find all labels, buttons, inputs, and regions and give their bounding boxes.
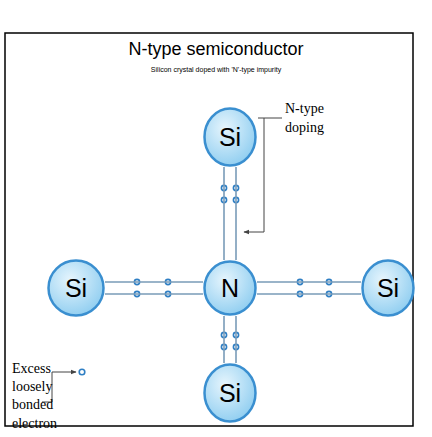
atom-circle: Si (47, 259, 105, 317)
covalent-bond (224, 316, 236, 363)
atom-symbol: Si (203, 107, 257, 167)
covalent-bond (224, 167, 236, 260)
atom-circle: Si (361, 259, 415, 317)
title: N-type semiconductor (0, 39, 432, 60)
title-rule (5, 64, 413, 65)
callout-label: N-type doping (285, 100, 355, 138)
subtitle: Silicon crystal doped with 'N'-type impu… (10, 66, 422, 74)
callout-label: Excess loosely bonded electron (12, 360, 62, 433)
electron-dots (134, 185, 331, 349)
atom-symbol: N (203, 260, 257, 316)
atom-symbol: Si (361, 259, 415, 317)
atom-circle: N (203, 260, 257, 316)
atom-symbol: Si (203, 363, 257, 423)
covalent-bond (105, 282, 203, 294)
atom-symbol: Si (47, 259, 105, 317)
atom-circle: Si (203, 107, 257, 167)
atom-circle: Si (203, 363, 257, 423)
covalent-bond (257, 282, 361, 294)
frame (5, 33, 413, 426)
excess-electron (79, 369, 85, 375)
